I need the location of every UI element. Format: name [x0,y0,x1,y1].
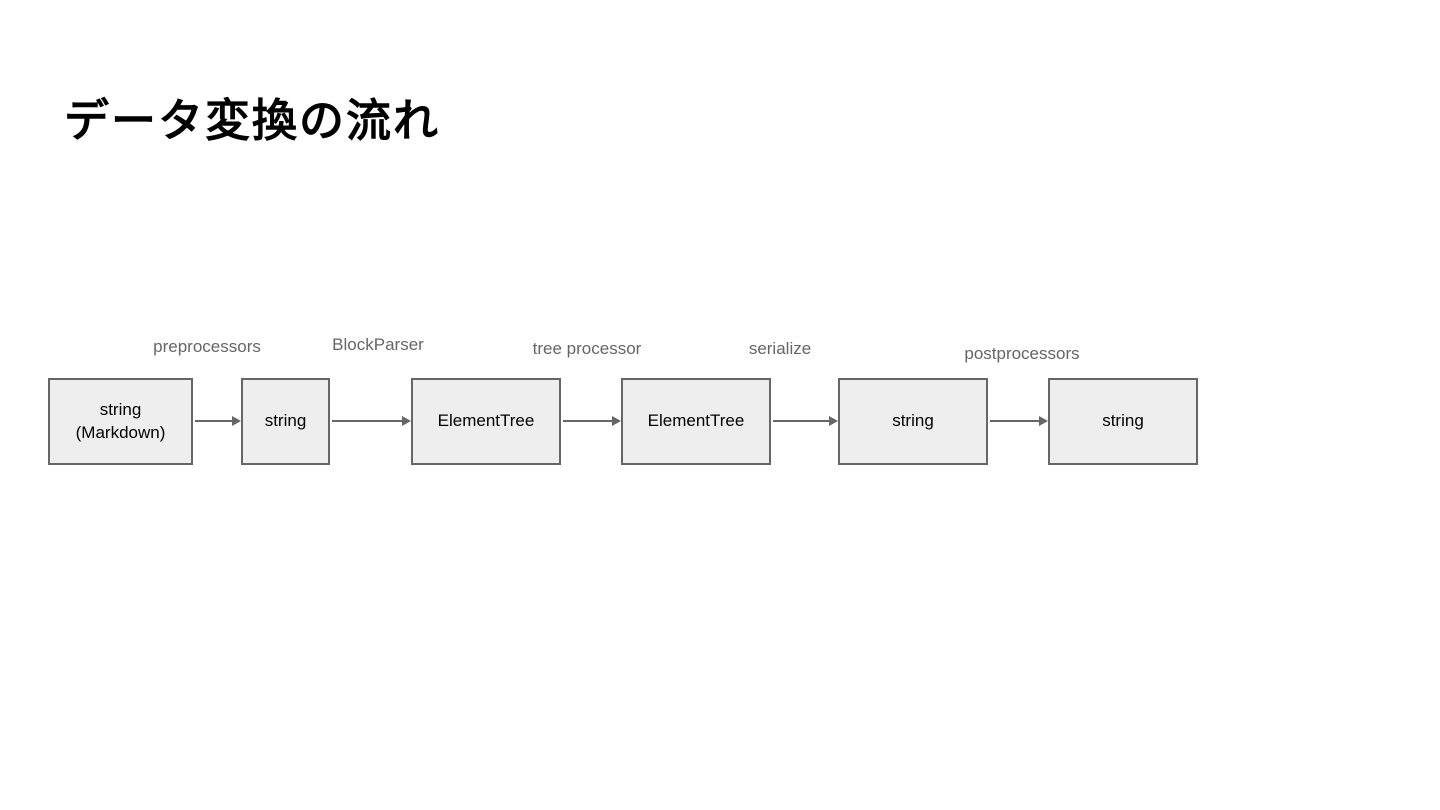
flow-node-string-markdown: string (Markdown) [48,378,193,465]
flow-node-elementtree-parsed: ElementTree [411,378,561,465]
arrow-right-icon [773,416,838,426]
flow-node-string-preprocessed: string [241,378,330,465]
arrow-right-icon [563,416,621,426]
edge-label-serialize: serialize [748,339,812,358]
arrow-right-icon [332,416,411,426]
arrow-right-icon [195,416,241,426]
edge-label-blockparser: BlockParser [332,335,424,354]
edge-label-postprocessors: postprocessors [964,344,1080,363]
flow-node-elementtree-processed: ElementTree [621,378,771,465]
edge-label-preprocessors: preprocessors [153,337,261,356]
slide-title: データ変換の流れ [64,95,441,146]
arrow-right-icon [990,416,1048,426]
edge-label-tree-processor: tree processor [532,339,642,358]
flow-node-string-serialized: string [838,378,988,465]
flow-node-string-output: string [1048,378,1198,465]
